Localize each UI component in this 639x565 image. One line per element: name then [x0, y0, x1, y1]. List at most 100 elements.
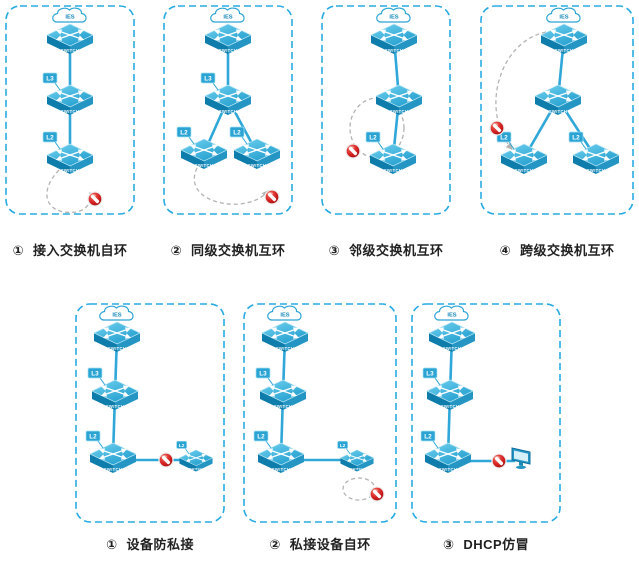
switch-label: SWITCH: [219, 48, 237, 53]
layer-flag-label: L3: [426, 371, 434, 378]
caption-text: DHCP仿冒: [463, 537, 530, 552]
panel-border: [321, 5, 451, 215]
caption-number: ②: [170, 243, 182, 258]
switch-label: SWITCH: [61, 168, 79, 173]
layer-flag: [255, 367, 271, 379]
layer-flag: [85, 430, 101, 442]
switch-arrows-icon: [100, 385, 130, 397]
forbidden-icon: [345, 143, 361, 159]
cloud-icon: [210, 7, 245, 23]
switch-label: SWITCH: [441, 404, 459, 409]
layer-flag-label: L2: [257, 434, 265, 441]
ies-label: IES: [223, 15, 232, 21]
ies-label: IES: [447, 313, 456, 319]
caption-number: ③: [328, 243, 340, 258]
panel-border: [411, 303, 561, 523]
switch-arrows-icon: [384, 90, 414, 102]
panel-border: [243, 303, 397, 523]
switch-arrows-icon: [268, 385, 298, 397]
layer-flag-label: L2: [369, 135, 377, 142]
caption-text: 跨级交换机互环: [520, 243, 615, 258]
caption-number: ①: [105, 537, 118, 552]
switch-arrows-icon: [581, 149, 611, 161]
switch-label: SWITCH: [587, 168, 605, 173]
forbidden-icon: [87, 191, 103, 207]
cloud-icon: [434, 305, 469, 321]
switch-label: SWITCH: [219, 109, 237, 114]
switch-arrows-icon: [346, 453, 368, 462]
switch-arrows-icon: [55, 29, 85, 41]
switch-label: SWITCH: [390, 109, 408, 114]
ies-label: IES: [389, 15, 398, 21]
layer-flag: [337, 441, 348, 449]
ies-label: IES: [559, 15, 568, 21]
switch-arrows-icon: [98, 448, 128, 460]
switch-arrows-icon: [185, 453, 207, 462]
layer-flag: [422, 367, 438, 379]
switch-arrows-icon: [242, 144, 272, 156]
switch-label: SWITCH: [104, 467, 122, 472]
layer-flag-label: L3: [91, 371, 99, 378]
switch-arrows-icon: [437, 327, 467, 339]
forbidden-icon: [264, 189, 280, 205]
cloud-icon: [52, 7, 87, 23]
caption-number: ④: [499, 243, 511, 258]
caption-text: 设备防私接: [126, 537, 195, 552]
switch-arrows-icon: [549, 29, 579, 41]
ies-label: IES: [280, 313, 289, 319]
panel-border: [75, 303, 225, 523]
cloud-icon: [376, 7, 411, 23]
forbidden-icon: [158, 452, 174, 468]
loop-path: [193, 167, 269, 205]
switch-label: SWITCH: [276, 346, 294, 351]
ies-cloud-switch-icon: SWITCH IES: [261, 305, 309, 352]
forbidden-icon: [369, 486, 385, 502]
layer-flag-label: L2: [572, 135, 580, 142]
l2-switch-icon: SWITCH L2: [568, 131, 620, 174]
switch-label: SWITCH: [61, 48, 79, 53]
switch-arrows-icon: [102, 327, 132, 339]
caption-number: ③: [442, 537, 455, 552]
switch-arrows-icon: [378, 149, 408, 161]
switch-arrows-icon: [379, 29, 409, 41]
layer-flag: [568, 131, 584, 143]
panel-caption-7: ③ DHCP仿冒: [412, 534, 560, 553]
switch-arrows-icon: [189, 144, 219, 156]
layer-flag: [200, 72, 216, 84]
layer-flag-label: L2: [424, 434, 432, 441]
switch-arrows-icon: [213, 29, 243, 41]
caption-text: 同级交换机互环: [191, 243, 286, 258]
ies-cloud-switch-icon: SWITCH IES: [204, 7, 252, 54]
switch-label: SWITCH: [549, 109, 567, 114]
switch-arrows-icon: [213, 90, 243, 102]
switch-arrows-icon: [270, 327, 300, 339]
layer-flag: [253, 430, 269, 442]
layer-flag-label: L3: [46, 76, 54, 83]
switch-icon: SWITCH: [375, 84, 423, 115]
layer-flag-label: L2: [179, 443, 185, 448]
switch-label: SWITCH: [189, 467, 202, 471]
switch-label: SWITCH: [248, 163, 266, 168]
switch-arrows-icon: [543, 90, 573, 102]
layer-flag: [229, 126, 245, 138]
pc-monitor-icon: [511, 447, 531, 469]
